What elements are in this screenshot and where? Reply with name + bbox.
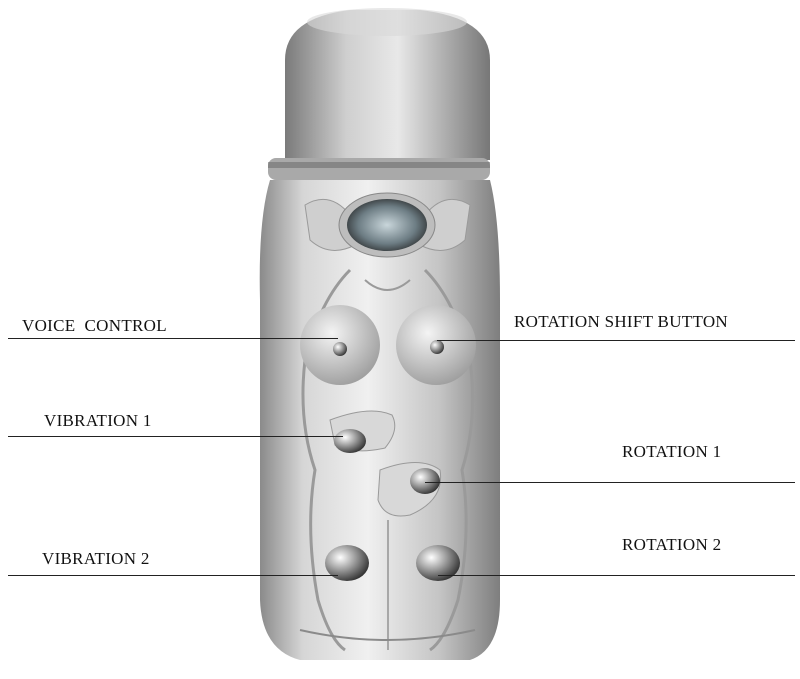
- rotation-2-leader: [438, 575, 795, 576]
- rotation-shift-button-label: ROTATION SHIFT BUTTON: [514, 312, 728, 331]
- rotation-shift-leader: [437, 340, 795, 341]
- vibration-2-label: VIBRATION 2: [42, 549, 150, 568]
- rotation-1-leader: [425, 482, 795, 483]
- rotation-2-label: ROTATION 2: [622, 535, 722, 554]
- rotation-shift-button[interactable]: [430, 340, 444, 354]
- vibration-2-leader: [8, 575, 338, 576]
- voice-control-label: VOICE CONTROL: [22, 316, 167, 335]
- vibration-1-leader: [8, 436, 343, 437]
- vibration-2-button[interactable]: [325, 545, 369, 581]
- voice-control-button[interactable]: [333, 342, 347, 356]
- voice-control-leader: [8, 338, 338, 339]
- rotation-1-label: ROTATION 1: [622, 442, 722, 461]
- rotation-2-button[interactable]: [416, 545, 460, 581]
- vibration-1-button[interactable]: [334, 429, 366, 453]
- vibration-1-label: VIBRATION 1: [44, 411, 152, 430]
- rotation-1-button[interactable]: [410, 468, 440, 494]
- face-window: [304, 192, 471, 258]
- device-cap: [268, 8, 490, 180]
